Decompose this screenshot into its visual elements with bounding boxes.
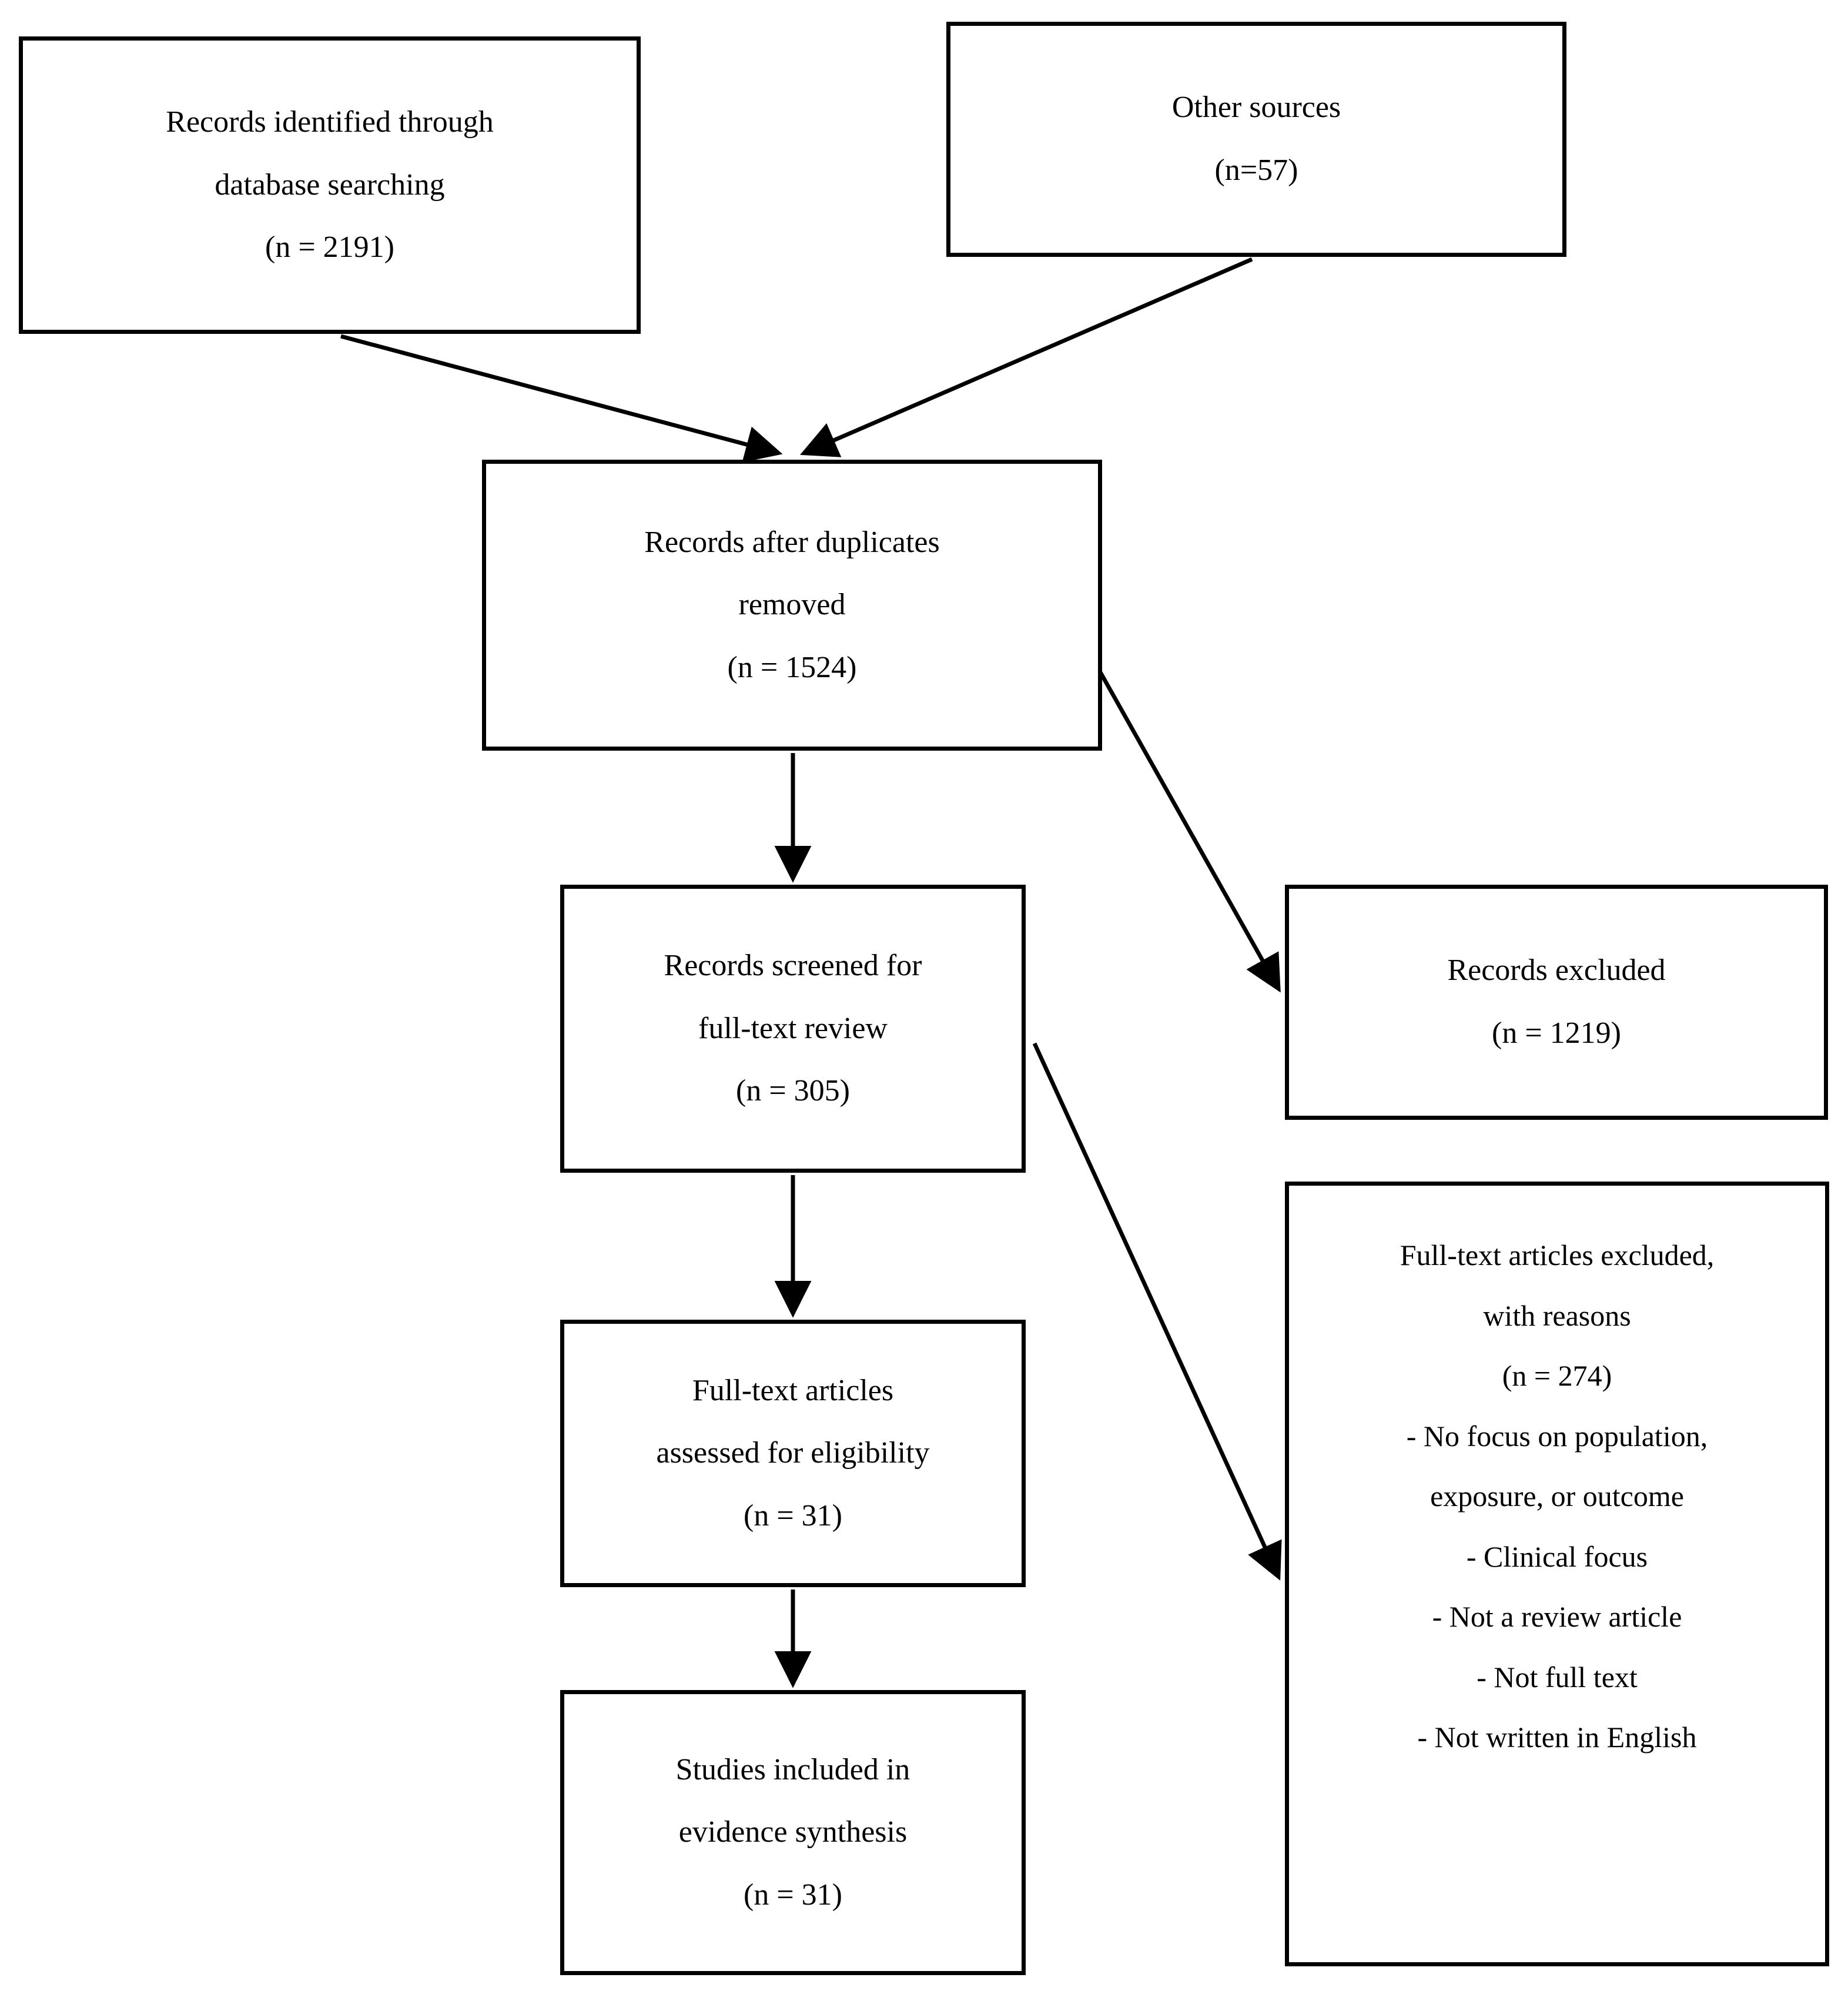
connector-other-sources-to-duplicates	[800, 257, 1253, 457]
box-records-screened-for-full-text-review: Records screened for full-text review (n…	[560, 885, 1026, 1173]
box-line: Records after duplicates	[644, 525, 940, 559]
box-line: Full-text articles excluded,	[1400, 1239, 1715, 1271]
box-line: Full-text articles	[692, 1373, 894, 1407]
exclusion-reason: exposure, or outcome	[1430, 1480, 1684, 1513]
box-line: with reasons	[1483, 1299, 1631, 1332]
box-full-text-articles-excluded-with-reasons: Full-text articles excluded, with reason…	[1285, 1182, 1829, 1966]
exclusion-reason: - Not a review article	[1432, 1600, 1682, 1633]
box-line: Records excluded	[1447, 953, 1666, 988]
box-count: (n = 31)	[744, 1498, 842, 1532]
box-count: (n = 274)	[1502, 1359, 1612, 1392]
box-line: Records screened for	[664, 949, 922, 983]
box-line: full-text review	[698, 1011, 888, 1045]
box-line: assessed for eligibility	[656, 1436, 930, 1470]
box-line: Records identified through	[166, 105, 494, 139]
connector-identified-to-duplicates	[340, 334, 783, 463]
exclusion-reason: - Not written in English	[1417, 1721, 1697, 1754]
box-line: Other sources	[1171, 91, 1341, 125]
box-count: (n = 305)	[736, 1074, 850, 1108]
box-full-text-articles-assessed-for-eligibility: Full-text articles assessed for eligibil…	[560, 1320, 1026, 1587]
exclusion-reason: - Clinical focus	[1466, 1540, 1648, 1573]
box-records-identified-through-database-searching: Records identified through database sear…	[19, 36, 641, 334]
box-line: Studies included in	[675, 1752, 910, 1786]
box-line: database searching	[215, 168, 445, 202]
box-line: removed	[738, 588, 846, 622]
box-studies-included-in-evidence-synthesis: Studies included in evidence synthesis (…	[560, 1690, 1026, 1975]
box-other-sources: Other sources (n=57)	[946, 22, 1566, 257]
exclusion-reason: - No focus on population,	[1406, 1419, 1708, 1453]
box-records-excluded: Records excluded (n = 1219)	[1285, 885, 1828, 1120]
box-count: (n=57)	[1214, 153, 1298, 187]
box-line: evidence synthesis	[678, 1815, 908, 1849]
connector-screened-to-fulltext-excluded	[1032, 1042, 1282, 1581]
box-count: (n = 2191)	[265, 230, 394, 265]
exclusion-reason: - Not full text	[1477, 1660, 1638, 1694]
box-count: (n = 31)	[744, 1878, 842, 1912]
box-count: (n = 1219)	[1492, 1016, 1621, 1050]
box-records-after-duplicates-removed: Records after duplicates removed (n = 15…	[482, 460, 1102, 751]
box-count: (n = 1524)	[727, 650, 857, 684]
